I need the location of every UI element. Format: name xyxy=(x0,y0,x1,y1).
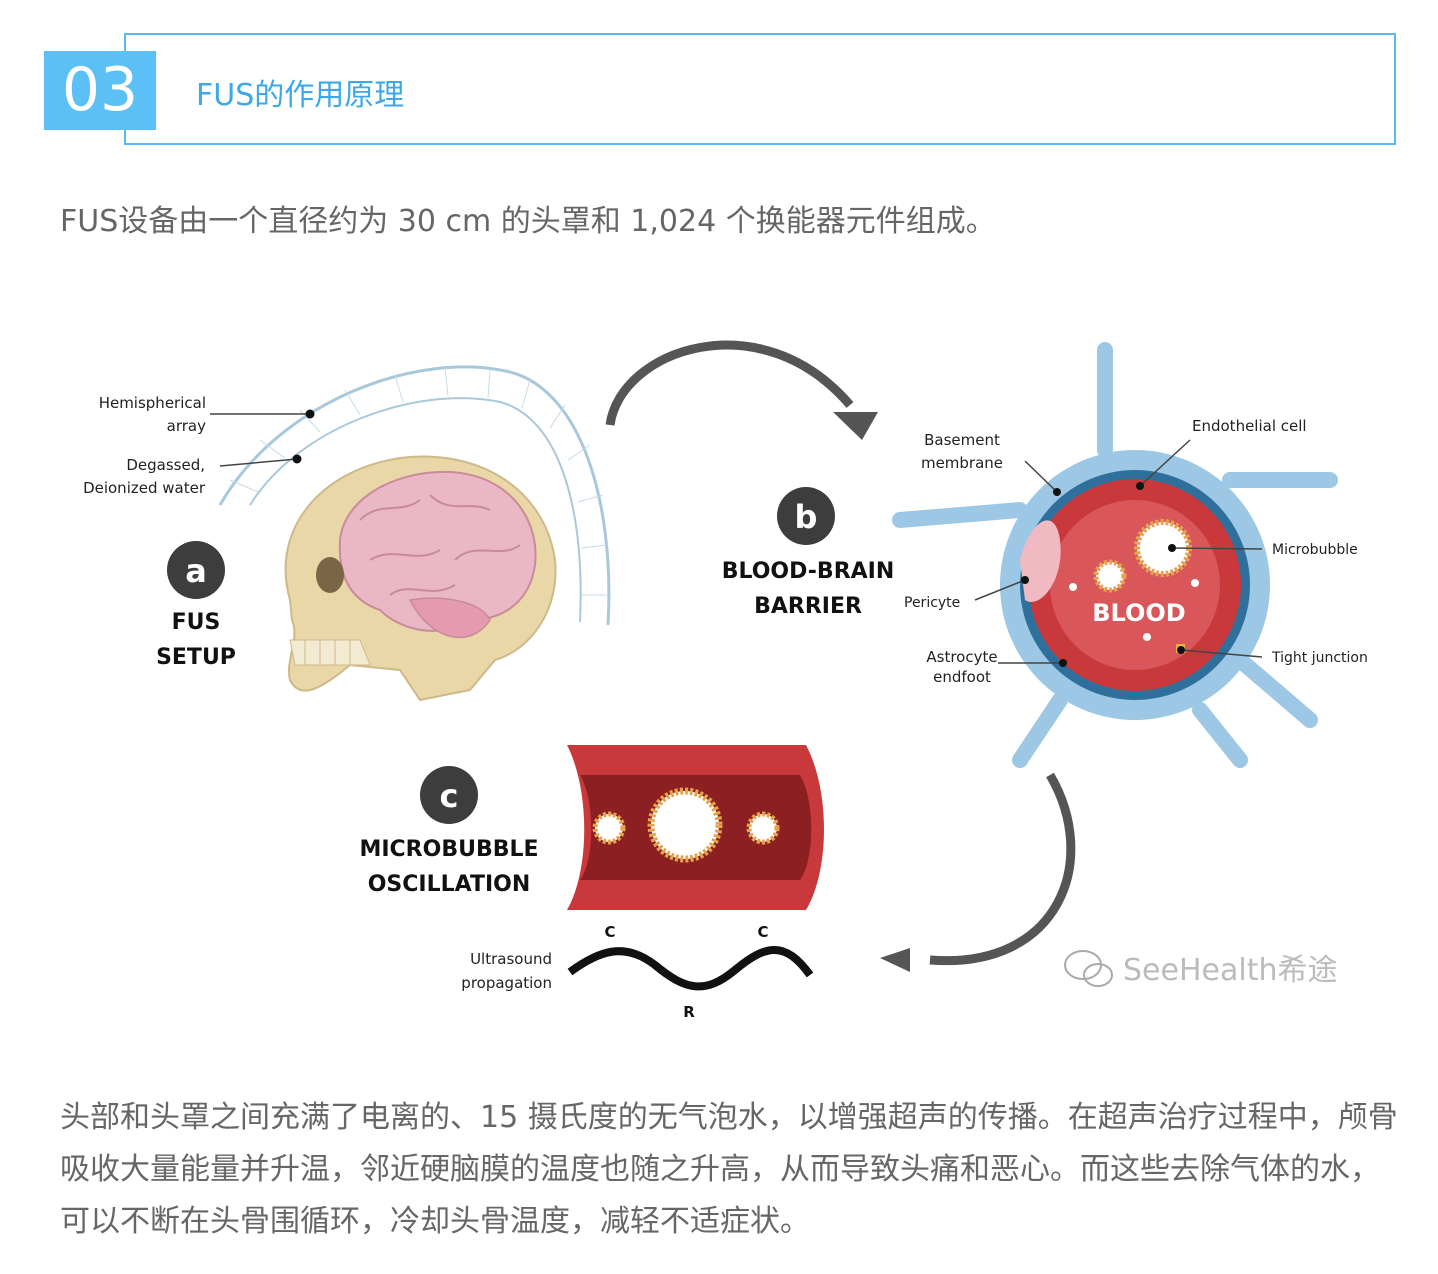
label-pericyte: Pericyte xyxy=(904,595,960,611)
explanation-paragraph: 头部和头罩之间充满了电离的、15 摄氏度的无气泡水，以增强超声的传播。在超声治疗… xyxy=(60,1100,1398,1239)
panel-a-badge xyxy=(167,541,225,599)
panel-b-title-1: BLOOD-BRAIN xyxy=(722,559,895,584)
panel-a-letter: a xyxy=(185,552,207,590)
panel-b-badge xyxy=(777,487,835,545)
microbubble-left xyxy=(592,811,626,845)
label-tight-junction: Tight junction xyxy=(1271,650,1368,666)
label-endothelial-cell: Endothelial cell xyxy=(1192,417,1307,435)
compression-label-left: C xyxy=(604,923,615,941)
label-degassed: Degassed, xyxy=(126,456,205,474)
watermark-text: SeeHealth希途 xyxy=(1123,953,1337,988)
label-ultrasound: Ultrasound xyxy=(470,950,552,968)
panel-b-letter: b xyxy=(795,498,818,536)
label-deionized-water: Deionized water xyxy=(83,479,206,497)
label-microbubble: Microbubble xyxy=(1272,542,1358,558)
watermark: SeeHealth希途 xyxy=(1064,950,1337,988)
section-title: FUS的作用原理 xyxy=(196,78,405,113)
pericyte-shape xyxy=(1020,520,1061,602)
microbubble-small xyxy=(1093,559,1127,593)
label-astrocyte: Astrocyte xyxy=(926,648,997,666)
panel-a-fus-setup: Hemispherical array Degassed, Deionized … xyxy=(83,365,611,702)
rarefaction-label: R xyxy=(683,1003,695,1021)
label-propagation: propagation xyxy=(461,974,552,992)
microbubble-right xyxy=(746,811,780,845)
eye-socket xyxy=(316,557,344,593)
intro-paragraph: FUS设备由一个直径约为 30 cm 的头罩和 1,024 个换能器元件组成。 xyxy=(60,204,996,239)
arrow-b-to-c xyxy=(929,772,1076,966)
hemispherical-array-outer xyxy=(218,365,611,626)
label-membrane: membrane xyxy=(921,454,1003,472)
fus-mechanism-figure: Hemispherical array Degassed, Deionized … xyxy=(83,340,1368,1021)
label-hemispherical: Hemispherical xyxy=(99,394,206,412)
panel-b-bbb: BLOOD Basement membrane Endothelial cell… xyxy=(722,342,1368,768)
panel-c-letter: c xyxy=(440,777,459,815)
panel-b-title-2: BARRIER xyxy=(754,594,862,619)
ultrasound-wave xyxy=(567,946,814,991)
label-basement: Basement xyxy=(924,431,1000,449)
compression-label-right: C xyxy=(757,923,768,941)
panel-c-title-2: OSCILLATION xyxy=(368,872,531,897)
label-array: array xyxy=(167,417,206,435)
microbubble-center xyxy=(647,787,723,863)
blood-label: BLOOD xyxy=(1092,599,1185,627)
panel-a-title-1: FUS xyxy=(172,610,221,635)
arrow-a-to-b xyxy=(605,340,854,426)
panel-c-title-1: MICROBUBBLE xyxy=(359,837,538,862)
label-endfoot: endfoot xyxy=(933,668,991,686)
panel-c-oscillation: C C R Ultrasound propagation c MICROBUBB… xyxy=(359,745,824,1021)
panel-c-badge xyxy=(420,766,478,824)
panel-a-title-2: SETUP xyxy=(156,645,236,670)
hemispherical-array-inner xyxy=(249,397,582,623)
section-number: 03 xyxy=(44,51,156,130)
